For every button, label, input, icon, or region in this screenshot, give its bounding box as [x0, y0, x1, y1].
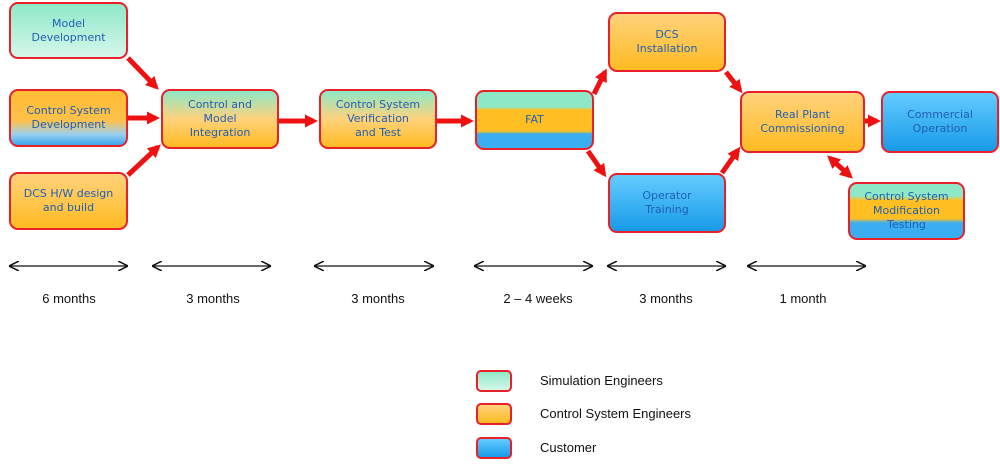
node-operator-training[interactable]: Operator Training: [608, 173, 726, 233]
duration-label-3: 3 months: [351, 291, 405, 306]
arrow-fat-to-training: [585, 149, 607, 178]
arrow-dcs-hw-to-integration: [126, 144, 161, 177]
node-model-development[interactable]: Model Development: [9, 2, 128, 59]
node-control-system-development[interactable]: Control System Development: [9, 89, 128, 147]
legend-label-customer: Customer: [540, 440, 597, 455]
node-label: Control System Verification and Test: [335, 98, 421, 139]
arrow-training-to-commissioning: [719, 146, 741, 175]
duration-label-4: 2 – 4 weeks: [503, 291, 573, 306]
node-label: Control and Model Integration: [188, 98, 252, 139]
node-label: DCS H/W design and build: [23, 187, 114, 214]
node-control-model-integration[interactable]: Control and Model Integration: [161, 89, 279, 149]
node-label: Control System Modification Testing: [864, 190, 949, 231]
node-real-plant-commissioning[interactable]: Real Plant Commissioning: [740, 91, 865, 153]
legend-swatch-simulation: [476, 370, 512, 392]
duration-label-5: 3 months: [639, 291, 693, 306]
node-fat[interactable]: FAT: [475, 90, 594, 150]
node-label: DCS Installation: [636, 28, 698, 55]
arrow-model-to-integration: [126, 56, 159, 90]
node-label: Model Development: [31, 16, 106, 44]
node-label: FAT: [525, 113, 544, 126]
node-dcs-hw-design[interactable]: DCS H/W design and build: [9, 172, 128, 230]
arrow-commissioning-modification: [827, 155, 853, 179]
node-verification-test[interactable]: Control System Verification and Test: [319, 89, 437, 149]
node-control-system-modification[interactable]: Control System Modification Testing: [848, 182, 965, 240]
legend-label-control-system: Control System Engineers: [540, 406, 692, 421]
duration-label-2: 3 months: [186, 291, 240, 306]
arrow-dcs-install-to-commissioning: [724, 70, 743, 94]
node-label: Control System Development: [26, 104, 111, 131]
node-label: Real Plant Commissioning: [760, 108, 845, 135]
legend-label-simulation: Simulation Engineers: [540, 373, 663, 388]
duration-label-1: 6 months: [42, 291, 96, 306]
arrow-fat-to-dcs-install: [591, 68, 608, 96]
node-commercial-operation[interactable]: Commercial Operation: [881, 91, 999, 153]
legend-swatch-control-system: [476, 403, 512, 425]
node-label: Operator Training: [642, 189, 692, 216]
legend-swatch-customer: [476, 437, 512, 459]
node-label: Commercial Operation: [907, 108, 973, 135]
node-dcs-installation[interactable]: DCS Installation: [608, 12, 726, 72]
duration-label-6: 1 month: [779, 291, 827, 306]
